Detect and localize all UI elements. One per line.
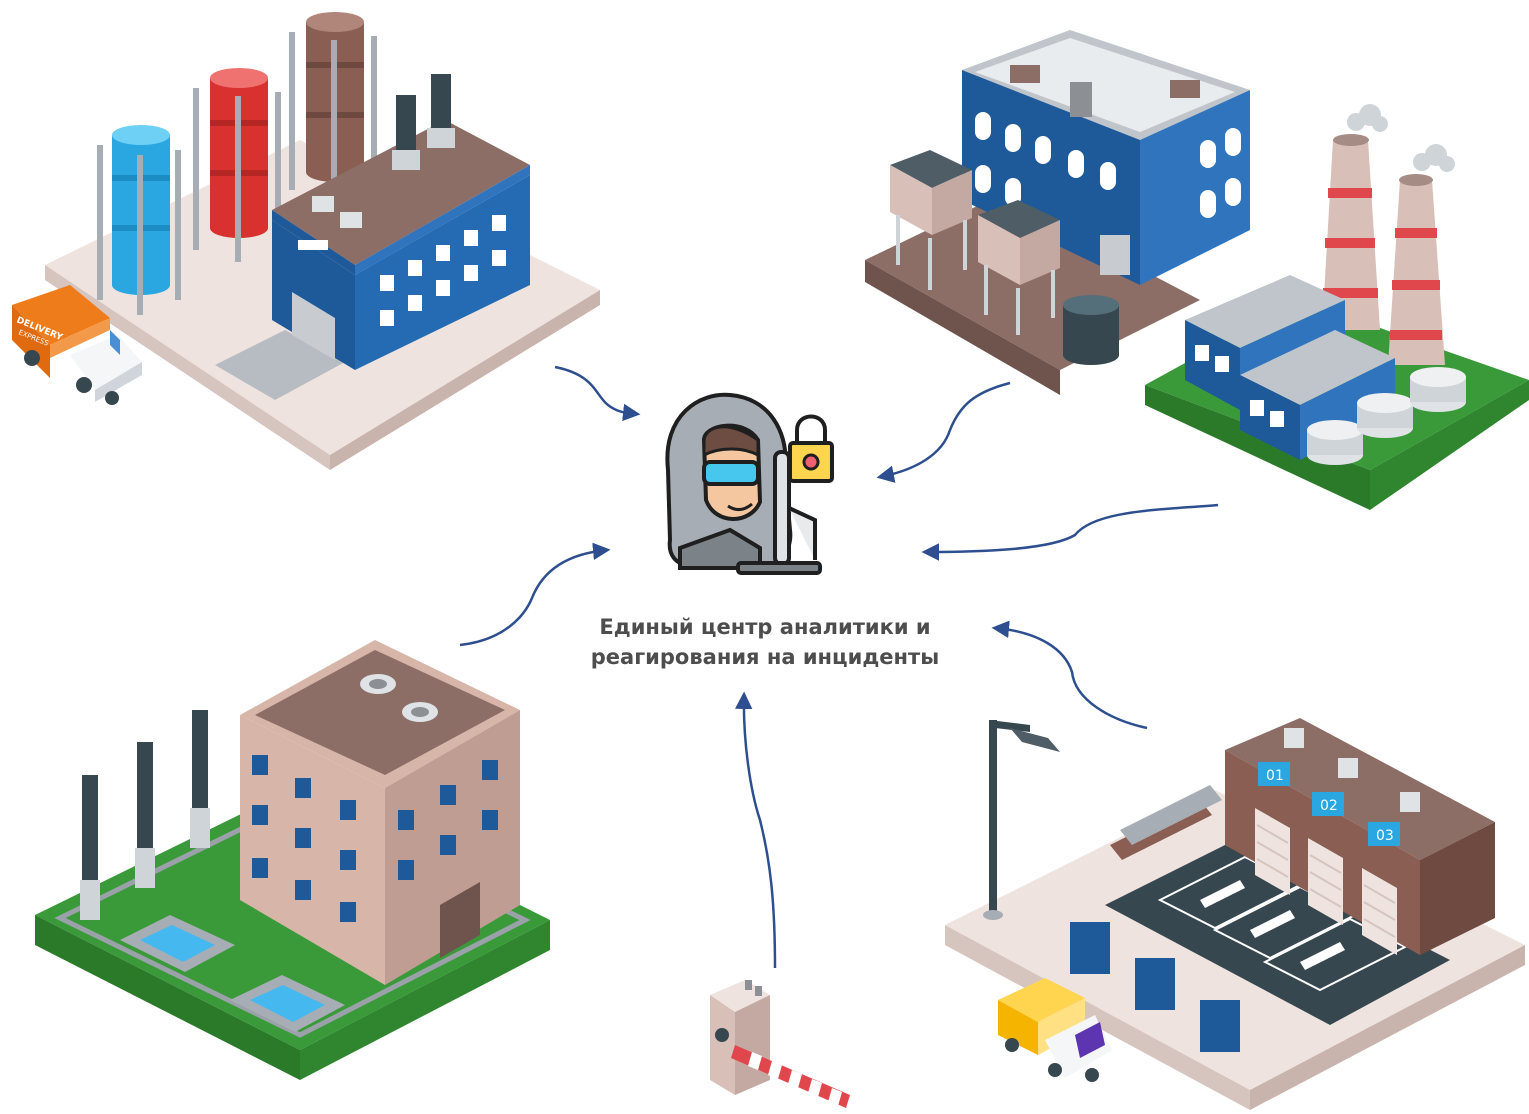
arrow-bottom <box>734 691 777 969</box>
center-caption-line1: Единый центр аналитики и <box>599 615 931 639</box>
warehouse-bottom-right: 01 02 03 <box>945 718 1525 1110</box>
admin-building-blue <box>962 30 1250 285</box>
blue-tank <box>97 125 181 315</box>
barrier-gate <box>710 980 850 1108</box>
water-tower-1 <box>890 150 972 290</box>
door-label-02: 02 <box>1320 798 1338 814</box>
delivery-truck-orange: DELIVERY EXPRESS <box>12 285 142 405</box>
office-building-pink <box>240 640 520 985</box>
arrow-bottom-right <box>991 620 1148 730</box>
treatment-building <box>1185 275 1466 465</box>
cooling-tower-1 <box>1322 104 1388 330</box>
factory-top-right <box>865 30 1529 510</box>
dark-tank <box>1063 295 1119 365</box>
center-caption: Единый центр аналитики и реагирования на… <box>540 612 990 672</box>
center-caption-line2: реагирования на инциденты <box>590 645 940 669</box>
door-badge-02 <box>1312 792 1344 816</box>
arrow-top-left <box>554 365 641 422</box>
security-analyst-icon <box>665 392 834 575</box>
red-tank <box>193 68 281 262</box>
door-badge-03 <box>1368 822 1400 846</box>
warehouse-building: 01 02 03 <box>1225 718 1495 955</box>
factory-top-left: DELIVERY EXPRESS <box>12 12 600 470</box>
hvac-units <box>1070 922 1240 1052</box>
arrow-top-right <box>876 381 1011 483</box>
door-label-03: 03 <box>1376 828 1394 844</box>
door-badge-01 <box>1258 762 1290 786</box>
arrow-bottom-left <box>459 542 611 647</box>
delivery-truck-yellow <box>998 978 1112 1082</box>
street-lamp <box>983 720 1060 920</box>
cooling-tower-2 <box>1388 144 1455 365</box>
water-tower-2 <box>978 200 1060 335</box>
pipe-stack <box>1110 785 1222 860</box>
arrow-right <box>921 503 1219 561</box>
factory-building-blue <box>272 74 530 370</box>
door-label-01: 01 <box>1266 768 1284 784</box>
factory-bottom-left <box>35 640 550 1080</box>
flow-arrows <box>459 365 1219 969</box>
